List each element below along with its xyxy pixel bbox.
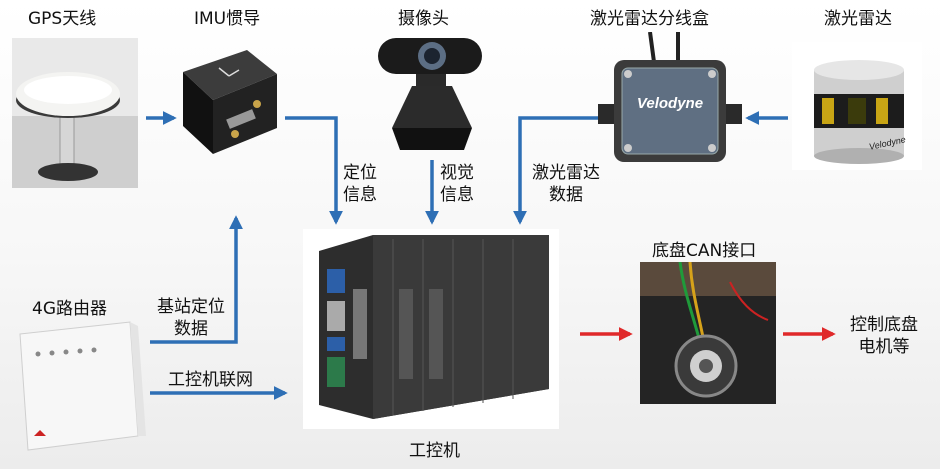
flow-label-line: 基站定位 bbox=[157, 297, 225, 317]
gps-antenna-image bbox=[12, 38, 138, 188]
label-chassis-can: 底盘CAN接口 bbox=[652, 241, 757, 261]
flow-label-line: 控制底盘 bbox=[850, 315, 918, 335]
label-lidar: 激光雷达 bbox=[824, 9, 892, 29]
flow-label-visual: 视觉 信息 bbox=[440, 162, 474, 206]
flow-label-line: 数据 bbox=[549, 185, 583, 205]
lidar-box-image: Velodyne bbox=[594, 31, 742, 166]
flow-label-line: 定位 bbox=[343, 163, 377, 183]
label-lidar-box: 激光雷达分线盒 bbox=[590, 9, 709, 29]
flow-label-ipc-network: 工控机联网 bbox=[168, 370, 253, 390]
chassis-can-image bbox=[640, 261, 776, 404]
label-router: 4G路由器 bbox=[32, 299, 107, 319]
flow-label-line: 信息 bbox=[440, 185, 474, 205]
flow-label-positioning: 定位 信息 bbox=[343, 162, 377, 206]
label-camera: 摄像头 bbox=[398, 9, 449, 29]
camera-image bbox=[372, 32, 488, 156]
lidar-image: Velodyne bbox=[792, 42, 922, 170]
arrow-lidarbox-to-ipc bbox=[513, 116, 598, 225]
arrow-router-to-imu bbox=[150, 215, 243, 344]
flow-label-line: 信息 bbox=[343, 185, 377, 205]
ipc-image bbox=[303, 229, 559, 429]
label-ipc: 工控机 bbox=[409, 441, 460, 461]
flow-label-base-station: 基站定位 数据 bbox=[152, 296, 230, 340]
flow-label-line: 数据 bbox=[174, 319, 208, 339]
flow-label-lidar-data: 激光雷达 数据 bbox=[528, 162, 604, 206]
router-image bbox=[10, 318, 148, 456]
imu-image bbox=[175, 44, 283, 166]
label-imu: IMU惯导 bbox=[194, 9, 261, 29]
label-gps-antenna: GPS天线 bbox=[28, 9, 97, 29]
flow-label-line: 视觉 bbox=[440, 163, 474, 183]
flow-label-chassis-output: 控制底盘 电机等 bbox=[846, 314, 922, 358]
lidar-box-brand-text: Velodyne bbox=[637, 95, 703, 112]
arrow-imu-to-ipc bbox=[285, 116, 343, 225]
flow-label-line: 电机等 bbox=[858, 337, 910, 357]
flow-label-line: 激光雷达 bbox=[532, 163, 600, 183]
